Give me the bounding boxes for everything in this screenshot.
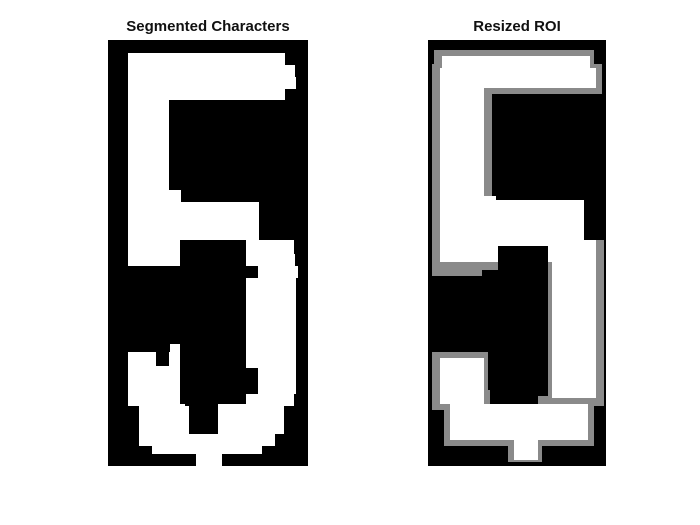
segmented-characters-title: Segmented Characters [126,18,290,35]
segmented-characters-axes [108,40,308,466]
digit-five-hole-black [428,96,606,396]
digit-five-pixels [128,53,298,466]
resized-roi-image [428,50,606,462]
resized-roi-axes [428,40,606,466]
resized-roi-title: Resized ROI [473,18,561,35]
digit-five-bottom-curl [128,366,180,434]
segmented-digit-image [108,53,298,466]
digit-five-belly-hole [108,240,246,406]
